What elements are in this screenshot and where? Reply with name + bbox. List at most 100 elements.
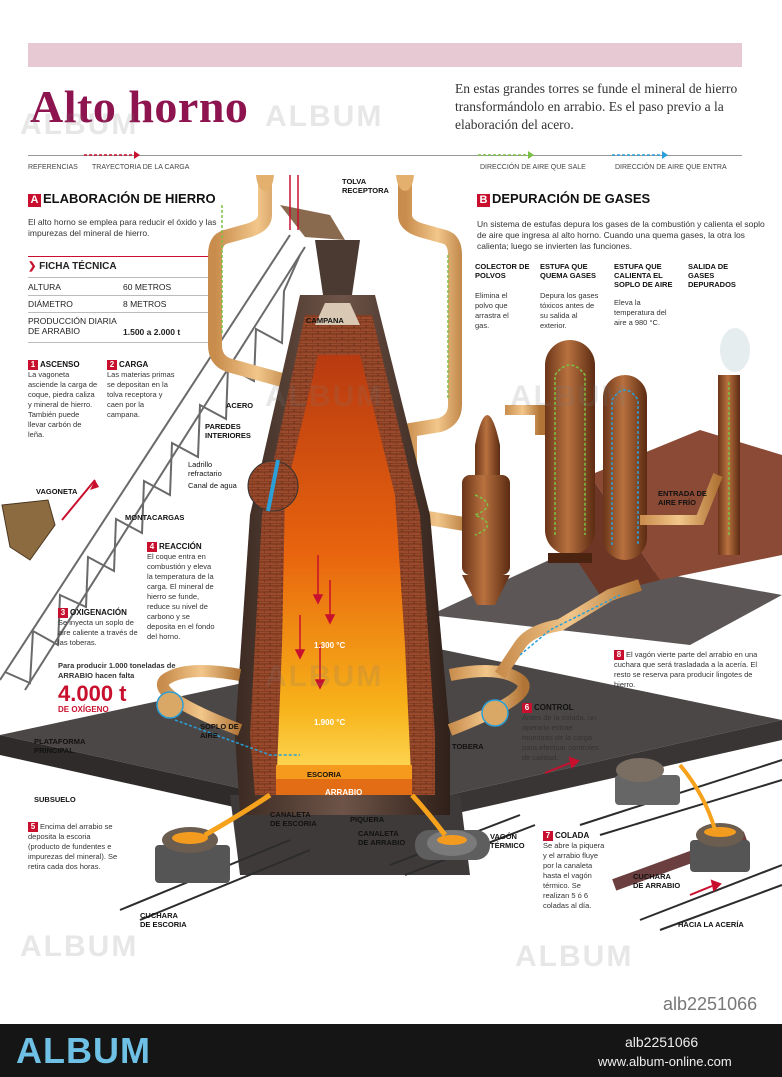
section-b-title: DEPURACIÓN DE GASES xyxy=(492,191,651,206)
ficha-label-produccion: PRODUCCIÓN DIARIA DE ARRABIO xyxy=(28,316,117,336)
step-4-text: El coque entra en combustión y eleva la … xyxy=(147,552,215,641)
step-6-number: 6 xyxy=(522,703,532,713)
slag-layer xyxy=(276,765,412,779)
step-3-number: 3 xyxy=(58,608,68,618)
slag-stream xyxy=(203,792,272,838)
label-temp-1900: 1.900 °C xyxy=(314,718,346,727)
ficha-title-text: FICHA TÉCNICA xyxy=(39,261,117,272)
montacargas-truss xyxy=(0,234,306,691)
legend-carga: TRAYECTORIA DE LA CARGA xyxy=(92,164,190,171)
section-b-text: Un sistema de estufas depura los gases d… xyxy=(477,219,765,251)
ficha-label-altura: ALTURA xyxy=(28,282,61,292)
ficha-rule xyxy=(28,342,208,343)
iron-ladle-car xyxy=(690,823,750,872)
footer-url[interactable]: www.album-online.com xyxy=(598,1054,732,1069)
watermark-5: ALBUM xyxy=(265,660,384,693)
watermark-2: ALBUM xyxy=(265,100,384,133)
step-6-text: Antes de la colada, un operario extrae m… xyxy=(522,713,599,762)
watermark-4: ALBUM xyxy=(510,380,629,413)
step-7-text: Se abre la piquera y el arrabio fluye po… xyxy=(543,841,605,910)
label-vagoneta: VAGONETA xyxy=(36,487,78,496)
label-paredes: PAREDES INTERIORES xyxy=(205,422,251,440)
blast-furnace-illustration xyxy=(0,175,782,931)
iron-layer xyxy=(276,779,412,795)
footer-logo[interactable]: ALBUM xyxy=(16,1030,151,1071)
label-soplo: SOPLO DE AIRE xyxy=(200,722,239,740)
col-estufa-calienta-title: ESTUFA QUE CALIENTA EL SOPLO DE AIRE xyxy=(614,262,673,289)
step-8-number: 8 xyxy=(614,650,624,660)
pouring-car xyxy=(615,758,680,805)
oxygen-value: 4.000 t xyxy=(58,681,127,706)
step-7-number: 7 xyxy=(543,831,553,841)
step-1-title: ASCENSO xyxy=(40,360,80,369)
label-campana: CAMPANA xyxy=(306,316,344,325)
stove-gas-burning xyxy=(545,340,595,563)
footer-code: alb2251066 xyxy=(625,1034,699,1050)
ficha-rule xyxy=(28,277,208,278)
watermark-3: ALBUM xyxy=(265,380,384,413)
step-2-text: Las materias primas se depositan en la t… xyxy=(107,370,175,419)
step-2-title: CARGA xyxy=(119,360,149,369)
legend-aire-sale: DIRECCIÓN DE AIRE QUE SALE xyxy=(480,164,586,171)
stove-air-heating xyxy=(603,375,647,560)
section-a-title: ELABORACIÓN DE HIERRO xyxy=(43,191,216,206)
ficha-value-produccion: 1.500 a 2.000 t xyxy=(123,327,181,337)
legend-air-in-arrow-icon xyxy=(612,151,668,159)
label-canaleta-escoria: CANALETA DE ESCORIA xyxy=(270,810,317,828)
slag-ladle-car xyxy=(155,827,230,883)
col-estufa-quema-text: Depura los gases tóxicos antes de su sal… xyxy=(540,291,599,330)
dust-collector xyxy=(462,415,510,605)
footer-bar xyxy=(0,1024,782,1077)
ficha-rule xyxy=(28,312,208,313)
ficha-top-rule xyxy=(28,256,208,257)
furnace-interior xyxy=(276,355,412,795)
page-title: Alto horno xyxy=(30,81,249,132)
legend-air-out-arrow-icon xyxy=(478,151,534,159)
ficha-value-altura: 60 METROS xyxy=(123,282,172,292)
label-canal-agua: Canal de agua xyxy=(188,481,237,490)
label-subsuelo: SUBSUELO xyxy=(34,795,76,804)
label-acero: ACERO xyxy=(226,401,254,410)
legend-divider xyxy=(28,155,742,156)
iron-stream xyxy=(410,793,447,837)
label-temp-1300: 1.300 °C xyxy=(314,641,346,650)
label-hacia-aceria: HACIA LA ACERÍA xyxy=(678,920,744,929)
label-escoria: ESCORIA xyxy=(307,770,342,779)
ficha-value-diametro: 8 METROS xyxy=(123,299,167,309)
tuyere-right xyxy=(481,699,509,727)
step-4-title: REACCIÓN xyxy=(159,542,202,551)
col-colector-title: COLECTOR DE POLVOS xyxy=(475,262,530,280)
left-downcomer-pipe xyxy=(208,175,302,392)
step-1-number: 1 xyxy=(28,360,38,370)
chimney xyxy=(718,328,750,555)
label-tobera: TOBERA xyxy=(452,742,484,751)
ficha-label-diametro: DIÁMETRO xyxy=(28,299,73,309)
section-a-letter: A xyxy=(28,194,41,207)
image-code: alb2251066 xyxy=(663,994,758,1014)
legend-aire-entra: DIRECCIÓN DE AIRE QUE ENTRA xyxy=(615,164,727,171)
label-canaleta-arrabio: CANALETA DE ARRABIO xyxy=(358,829,406,847)
step-3-text: Se inyecta un soplo de aire caliente a t… xyxy=(58,618,138,647)
step-6-title: CONTROL xyxy=(534,703,574,712)
step-5-text: Encima del arrabio se deposita la escori… xyxy=(28,822,118,871)
bustle-pipe-left xyxy=(157,665,243,736)
watermark-6: ALBUM xyxy=(20,930,139,963)
header-band xyxy=(28,43,742,67)
label-cuchara-escoria: CUCHARA DE ESCORIA xyxy=(140,911,187,929)
step-4-number: 4 xyxy=(147,542,157,552)
legend-referencias: REFERENCIAS xyxy=(28,164,78,171)
legend-load-arrow-icon xyxy=(84,151,140,159)
label-entrada-aire: ENTRADA DE AIRE FRÍO xyxy=(658,489,707,507)
label-arrabio: ARRABIO xyxy=(325,788,363,797)
right-downcomer-pipe xyxy=(398,175,472,532)
load-arrows xyxy=(294,555,336,690)
intro-text: En estas grandes torres se funde el mine… xyxy=(455,81,738,132)
label-cuchara-arrabio: CUCHARA DE ARRABIO xyxy=(633,872,681,890)
